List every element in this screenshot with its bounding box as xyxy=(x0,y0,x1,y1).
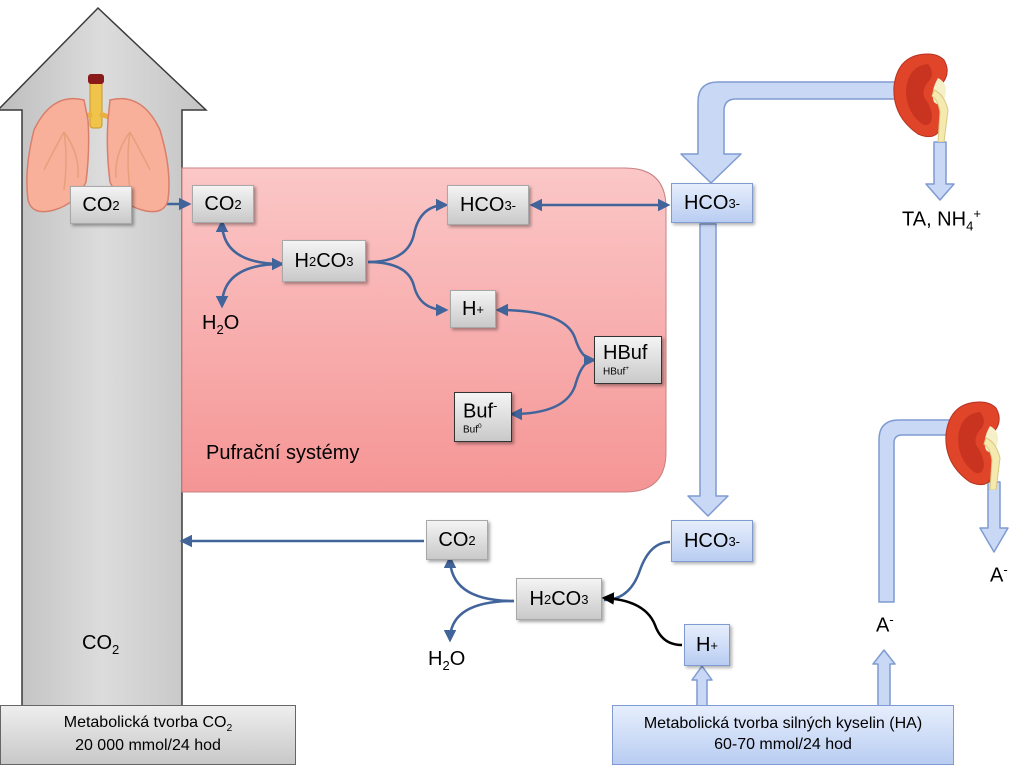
hco3-h2co3-connector xyxy=(603,540,671,602)
h2o-buffer-label: H2O xyxy=(202,312,240,337)
hplus-production-arrow xyxy=(691,665,713,707)
h2o-h2co3-connector xyxy=(215,262,283,309)
h2co3-hco3-connector xyxy=(367,198,449,264)
hbuf-box: HBuf HBuf+ xyxy=(594,336,662,384)
kidney-icon xyxy=(893,53,949,142)
ta-nh4-label: TA, NH4+ xyxy=(902,206,981,234)
kidney-icon-bottom xyxy=(945,401,1001,490)
hplus-hbuf-connector xyxy=(495,303,597,367)
buffer-system-label: Pufrační systémy xyxy=(206,442,360,464)
anion-label: A- xyxy=(876,612,894,637)
hplus-acid-box: H+ xyxy=(684,624,730,666)
ta-nh4-arrow xyxy=(925,141,955,201)
co2-arrow-label: CO2 xyxy=(82,632,120,657)
anion-excreted-label: A- xyxy=(990,562,1008,587)
hco3-transfer-arrow xyxy=(687,223,729,517)
acid-production-box: Metabolická tvorba silných kyselin (HA) … xyxy=(612,705,954,765)
h2co3-h2o-connector xyxy=(443,599,515,643)
hplus-h2co3-connector xyxy=(601,592,683,647)
h2co3-hplus-connector xyxy=(367,260,449,317)
buf-box: Buf- Buf0 xyxy=(454,392,512,442)
anion-excretion-arrow xyxy=(979,481,1009,553)
anion-production-arrow xyxy=(872,649,896,707)
co2-production-box: Metabolická tvorba CO2 20 000 mmol/24 ho… xyxy=(0,705,296,765)
lungs-icon xyxy=(26,74,170,213)
buf-hbuf-connector xyxy=(509,358,595,421)
hplus-buffer-box: H+ xyxy=(450,290,496,328)
h2o-bottom-label: H2O xyxy=(428,648,466,673)
kidney-hco3-arrow xyxy=(680,81,896,184)
h2co3-co2-connector xyxy=(443,555,515,603)
